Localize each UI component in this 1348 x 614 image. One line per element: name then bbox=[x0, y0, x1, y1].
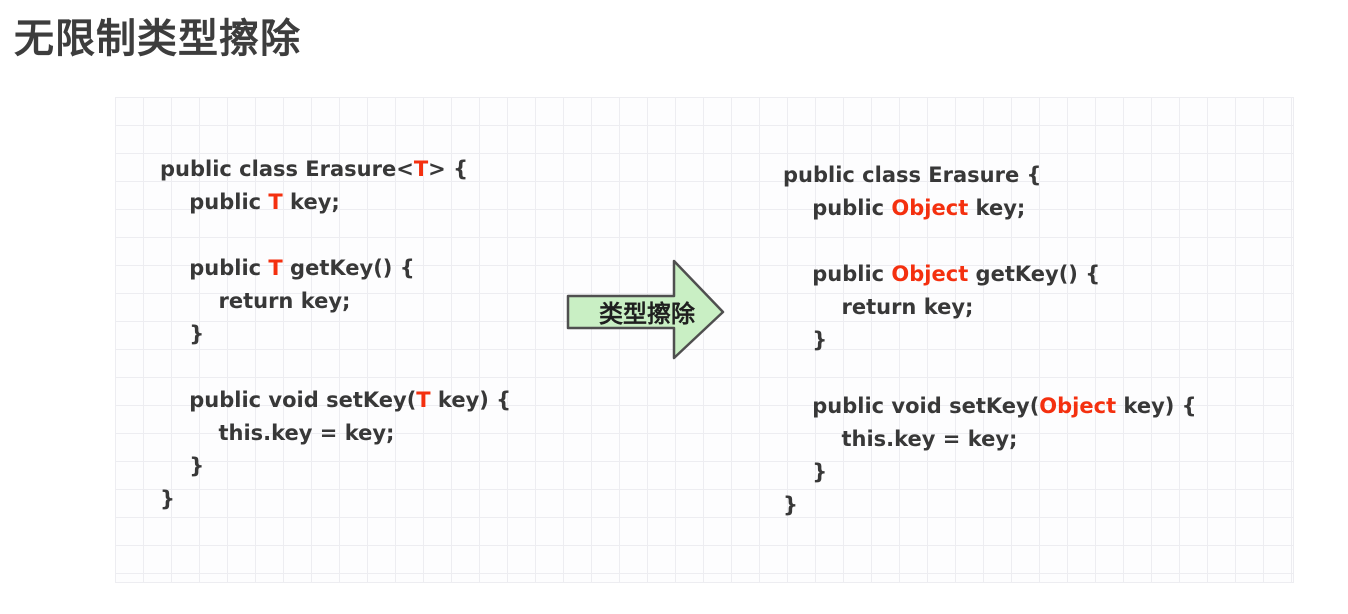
code-block-generic-before-erasure: public class Erasure<T> { public T key; … bbox=[160, 153, 511, 516]
code-line bbox=[783, 225, 1197, 258]
arrow-label: 类型擦除 bbox=[599, 300, 695, 329]
code-line: public class Erasure<T> { bbox=[160, 157, 469, 181]
code-line: public T key; bbox=[160, 190, 340, 214]
code-line: this.key = key; bbox=[160, 421, 395, 445]
code-line: public Object getKey() { bbox=[783, 262, 1101, 286]
code-line bbox=[783, 357, 1197, 390]
diagram-grid-canvas bbox=[115, 97, 1294, 583]
right-arrow-icon bbox=[566, 259, 725, 360]
code-line: } bbox=[160, 487, 175, 511]
code-line bbox=[160, 219, 511, 252]
code-line bbox=[160, 351, 511, 384]
code-line: public class Erasure { bbox=[783, 163, 1042, 187]
code-line: public void setKey(T key) { bbox=[160, 388, 512, 412]
code-block-erased-after-erasure: public class Erasure { public Object key… bbox=[783, 159, 1197, 522]
code-line: return key; bbox=[783, 295, 974, 319]
code-line: return key; bbox=[160, 289, 351, 313]
type-erasure-arrow: 类型擦除 bbox=[556, 255, 736, 370]
code-line: } bbox=[783, 328, 828, 352]
code-line: } bbox=[160, 454, 205, 478]
code-line: public Object key; bbox=[783, 196, 1026, 220]
code-line: public void setKey(Object key) { bbox=[783, 394, 1197, 418]
page-title: 无限制类型擦除 bbox=[14, 16, 301, 62]
code-line: public T getKey() { bbox=[160, 256, 415, 280]
code-line: } bbox=[783, 460, 828, 484]
code-line: this.key = key; bbox=[783, 427, 1018, 451]
code-line: } bbox=[160, 322, 205, 346]
code-line: } bbox=[783, 493, 798, 517]
